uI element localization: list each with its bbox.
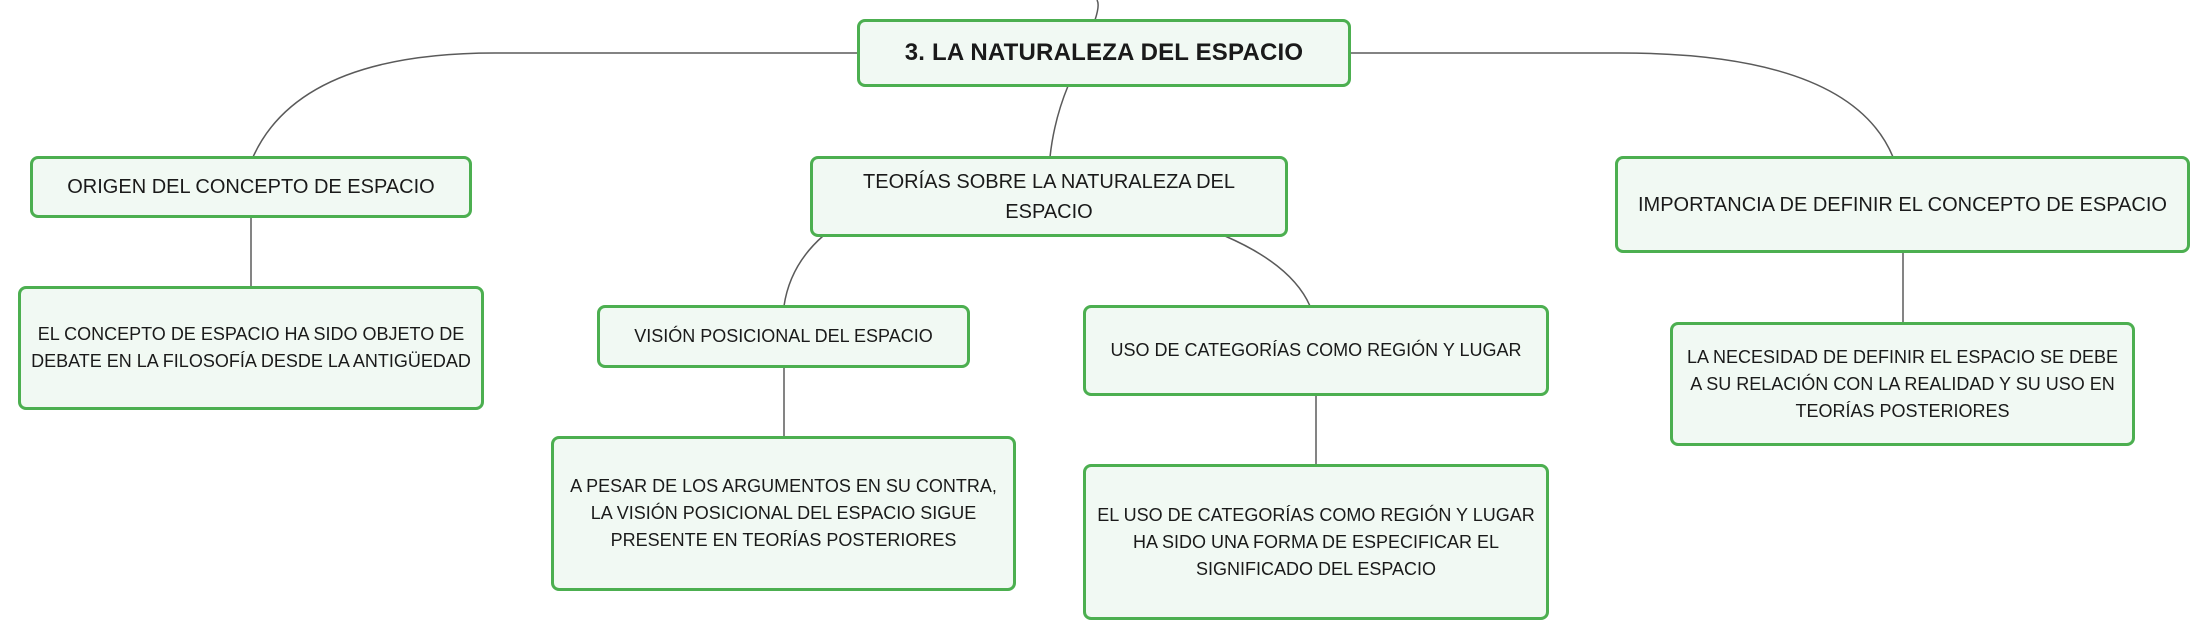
subtopic-node-vision[interactable]: VISIÓN POSICIONAL DEL ESPACIO	[597, 305, 970, 368]
topic-node-teorias[interactable]: TEORÍAS SOBRE LA NATURALEZA DEL ESPACIO	[810, 156, 1288, 237]
detail-text-origen: EL CONCEPTO DE ESPACIO HA SIDO OBJETO DE…	[31, 324, 471, 371]
connector-teorias-to-uso	[1224, 235, 1311, 307]
detail-text-uso: EL USO DE CATEGORÍAS COMO REGIÓN Y LUGAR…	[1097, 504, 1535, 579]
detail-node-vision[interactable]: A PESAR DE LOS ARGUMENTOS EN SU CONTRA, …	[551, 436, 1016, 591]
topic-label-teorias: TEORÍAS SOBRE LA NATURALEZA DEL ESPACIO	[863, 170, 1235, 223]
topic-node-origen[interactable]: ORIGEN DEL CONCEPTO DE ESPACIO	[30, 156, 472, 218]
connector-root-to-origen	[252, 52, 857, 158]
subtopic-node-uso[interactable]: USO DE CATEGORÍAS COMO REGIÓN Y LUGAR	[1083, 305, 1549, 396]
topic-node-importancia[interactable]: IMPORTANCIA DE DEFINIR EL CONCEPTO DE ES…	[1615, 156, 2190, 253]
connector-root-to-teorias	[1049, 85, 1069, 158]
connector-teorias-to-vision	[783, 235, 824, 307]
topic-label-origen: ORIGEN DEL CONCEPTO DE ESPACIO	[67, 176, 435, 198]
connector-root-to-parent	[1094, 0, 1099, 21]
detail-node-importancia[interactable]: LA NECESIDAD DE DEFINIR EL ESPACIO SE DE…	[1670, 322, 2135, 446]
root-topic-node[interactable]: 3. LA NATURALEZA DEL ESPACIO	[857, 19, 1351, 87]
detail-node-origen[interactable]: EL CONCEPTO DE ESPACIO HA SIDO OBJETO DE…	[18, 286, 484, 410]
subtopic-label-uso: USO DE CATEGORÍAS COMO REGIÓN Y LUGAR	[1110, 340, 1522, 360]
root-topic-label: 3. LA NATURALEZA DEL ESPACIO	[904, 39, 1304, 66]
detail-text-vision: A PESAR DE LOS ARGUMENTOS EN SU CONTRA, …	[570, 476, 997, 550]
detail-text-importancia: LA NECESIDAD DE DEFINIR EL ESPACIO SE DE…	[1686, 346, 2119, 421]
subtopic-label-vision: VISIÓN POSICIONAL DEL ESPACIO	[634, 326, 933, 346]
connector-root-to-importancia	[1351, 52, 1894, 158]
detail-node-uso[interactable]: EL USO DE CATEGORÍAS COMO REGIÓN Y LUGAR…	[1083, 464, 1549, 620]
topic-label-importancia: IMPORTANCIA DE DEFINIR EL CONCEPTO DE ES…	[1638, 193, 2167, 216]
